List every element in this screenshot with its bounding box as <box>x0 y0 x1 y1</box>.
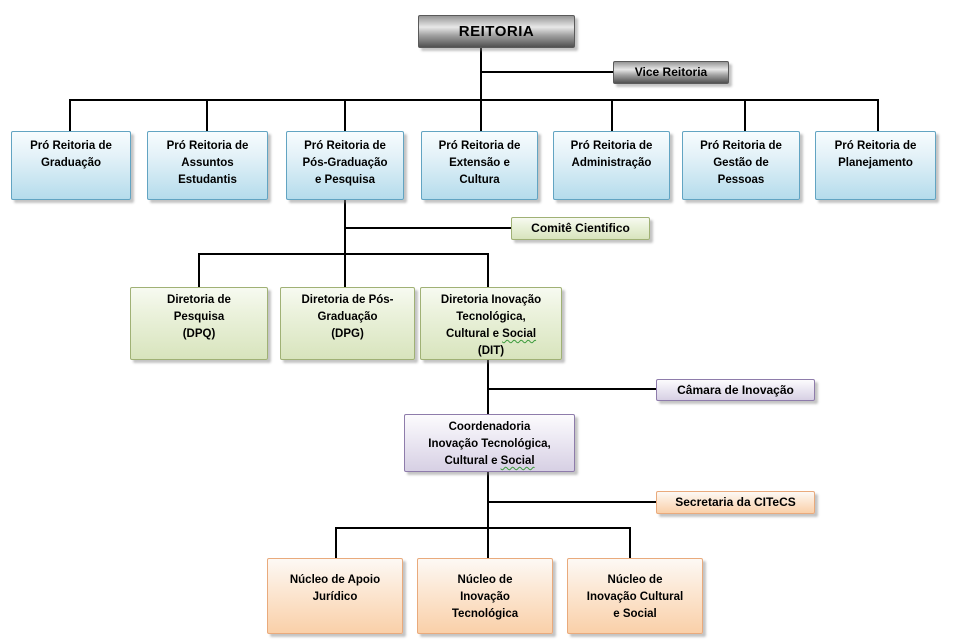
connector <box>877 99 879 131</box>
connector <box>488 501 656 503</box>
node-label-line: Jurídico <box>312 591 358 603</box>
connector <box>344 99 346 131</box>
node-label-line: Coordenadoria <box>448 421 531 433</box>
node-diretoria-pos-graduacao-dpg: Diretoria de Pós- Graduação (DPG) <box>280 287 415 360</box>
node-label-line: Inovação Cultural <box>586 591 684 603</box>
node-vice-reitoria-label: Vice Reitoria <box>634 65 708 79</box>
node-label-line: Pós-Graduação <box>302 157 388 169</box>
connector <box>488 388 656 390</box>
connector <box>481 71 613 73</box>
node-reitoria-label: REITORIA <box>458 23 535 40</box>
node-comite-cientifico: Comitê Cientifico <box>511 217 650 240</box>
node-label-line: Pró Reitoria de <box>700 140 782 152</box>
connector <box>69 99 71 131</box>
node-diretoria-pesquisa-dpq: Diretoria de Pesquisa (DPQ) <box>130 287 268 360</box>
node-secretaria-citecs-label: Secretaria da CITeCS <box>675 495 796 509</box>
node-pro-reitoria-assuntos-estudantis: Pró Reitoria de Assuntos Estudantis <box>147 131 268 200</box>
connector <box>344 200 346 287</box>
node-label-line: Pessoas <box>717 174 765 186</box>
node-label-line: Graduação <box>40 157 102 169</box>
node-label-line: Tecnológica <box>451 608 519 620</box>
node-label-segment-spellcheck: Social <box>502 328 537 340</box>
connector <box>487 360 489 414</box>
node-comite-cientifico-label: Comitê Cientifico <box>531 221 630 235</box>
node-label-line: Diretoria Inovação <box>440 294 542 306</box>
node-label-line: Pró Reitoria de <box>30 140 112 152</box>
node-camara-inovacao: Câmara de Inovação <box>656 379 815 401</box>
node-label-segment: Cultural e <box>445 328 503 340</box>
node-label-line: Planejamento <box>838 157 913 169</box>
node-diretoria-inovacao-dit: Diretoria Inovação Tecnológica, Cultural… <box>420 287 562 360</box>
node-label-segment: Cultural e <box>444 455 501 467</box>
node-label-line: Inovação Tecnológica, <box>428 438 551 450</box>
node-label-line: Cultural e Social <box>405 453 574 470</box>
node-label-line: Núcleo de <box>607 574 663 586</box>
node-nucleo-inovacao-tecnologica: Núcleo de Inovação Tecnológica <box>417 558 553 634</box>
node-label-line: (DIT) <box>477 345 505 357</box>
connector <box>206 99 208 131</box>
node-label-line: Núcleo de Apoio <box>289 574 381 586</box>
node-pro-reitoria-gestao-pessoas: Pró Reitoria de Gestão de Pessoas <box>682 131 800 200</box>
node-label-line: Pesquisa <box>173 311 225 323</box>
connector <box>335 527 631 529</box>
node-label-line: e Pesquisa <box>314 174 376 186</box>
node-pro-reitoria-pos-graduacao-pesquisa: Pró Reitoria de Pós-Graduação e Pesquisa <box>286 131 404 200</box>
node-label-segment-spellcheck: Social <box>500 455 535 467</box>
node-label-line: (DPQ) <box>182 328 216 340</box>
node-pro-reitoria-extensao-cultura: Pró Reitoria de Extensão e Cultura <box>421 131 538 200</box>
connector <box>480 48 482 131</box>
connector <box>487 527 489 558</box>
connector <box>629 527 631 558</box>
node-label-line: Assuntos <box>181 157 234 169</box>
node-label-line: Tecnológica, <box>456 311 526 323</box>
connector <box>744 99 746 131</box>
connector <box>198 253 489 255</box>
node-label-line: Diretoria de Pós- <box>301 294 394 306</box>
node-label-line: Gestão de <box>713 157 769 169</box>
connector <box>487 472 489 528</box>
connector <box>198 253 200 287</box>
node-label-line: Pró Reitoria de <box>304 140 386 152</box>
connector <box>69 99 879 101</box>
node-vice-reitoria: Vice Reitoria <box>613 61 729 84</box>
connector <box>335 527 337 558</box>
connector <box>345 227 511 229</box>
node-label-line: Extensão e <box>449 157 510 169</box>
node-label-line: e Social <box>613 608 657 620</box>
node-label-line: Cultura <box>459 174 500 186</box>
node-label-line: Inovação <box>460 591 510 603</box>
node-secretaria-citecs: Secretaria da CITeCS <box>656 491 815 514</box>
node-label-line: Pró Reitoria de <box>834 140 917 152</box>
node-pro-reitoria-administracao: Pró Reitoria de Administração <box>553 131 670 200</box>
node-coordenadoria-citecs: Coordenadoria Inovação Tecnológica, Cult… <box>404 414 575 472</box>
node-pro-reitoria-graduacao: Pró Reitoria de Graduação <box>11 131 131 200</box>
node-camara-inovacao-label: Câmara de Inovação <box>677 382 794 397</box>
connector <box>611 99 613 131</box>
node-reitoria: REITORIA <box>418 15 575 48</box>
node-label-line: Diretoria de <box>167 294 231 306</box>
node-nucleo-apoio-juridico: Núcleo de Apoio Jurídico <box>267 558 403 634</box>
node-label-line: Pró Reitoria de <box>438 140 521 152</box>
node-label-line: Pró Reitoria de <box>570 140 653 152</box>
node-label-line: Cultural e Social <box>421 326 561 343</box>
connector <box>487 253 489 287</box>
node-pro-reitoria-planejamento: Pró Reitoria de Planejamento <box>815 131 936 200</box>
node-nucleo-inovacao-cultural-social: Núcleo de Inovação Cultural e Social <box>567 558 703 634</box>
node-label-line: Administração <box>571 157 652 169</box>
node-label-line: (DPG) <box>331 328 364 340</box>
node-label-line: Núcleo de <box>457 574 513 586</box>
node-label-line: Pró Reitoria de <box>166 140 249 152</box>
node-label-line: Graduação <box>317 311 378 323</box>
node-label-line: Estudantis <box>178 174 237 186</box>
